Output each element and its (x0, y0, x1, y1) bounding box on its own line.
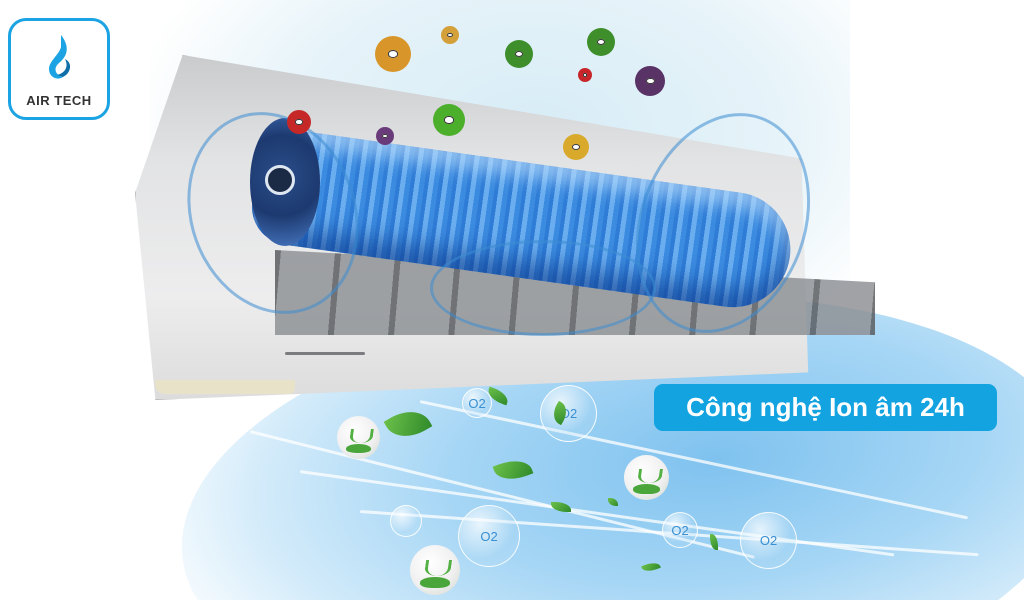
water-splash (430, 240, 656, 336)
leaf-icon (710, 534, 718, 550)
ac-brand-label (285, 352, 365, 355)
oxygen-bubble: O2 (662, 512, 698, 548)
leaf-icon (608, 498, 618, 506)
oxygen-bubble: O2 (462, 388, 492, 418)
brand-name: AIR TECH (26, 93, 92, 108)
germ-icon (578, 68, 592, 82)
germ-icon (375, 36, 411, 72)
leaf-icon (551, 502, 571, 512)
germ-icon (433, 104, 465, 136)
germ-icon (563, 134, 589, 160)
o2-label: O2 (759, 533, 778, 548)
sprout-bubble (410, 545, 460, 595)
germ-icon (287, 110, 311, 134)
oxygen-bubble: O2 (540, 385, 597, 442)
empty-bubble (390, 505, 422, 537)
ac-base-trim (155, 380, 295, 394)
germ-icon (635, 66, 665, 96)
oxygen-bubble: O2 (740, 512, 797, 569)
o2-label: O2 (468, 395, 486, 411)
sprout-bubble (624, 455, 669, 500)
feature-caption-text: Công nghệ Ion âm 24h (686, 392, 965, 422)
germ-icon (505, 40, 533, 68)
feature-caption-badge: Công nghệ Ion âm 24h (654, 384, 997, 431)
o2-label: O2 (480, 528, 498, 544)
germ-icon (376, 127, 394, 145)
airtech-logo: AIR TECH (8, 18, 110, 120)
o2-label: O2 (671, 522, 689, 538)
fan-hub (265, 165, 295, 195)
oxygen-bubble: O2 (458, 505, 520, 567)
germ-icon (587, 28, 615, 56)
sprout-bubble (337, 416, 380, 459)
germ-icon (441, 26, 459, 44)
flame-drop-icon (49, 35, 71, 79)
